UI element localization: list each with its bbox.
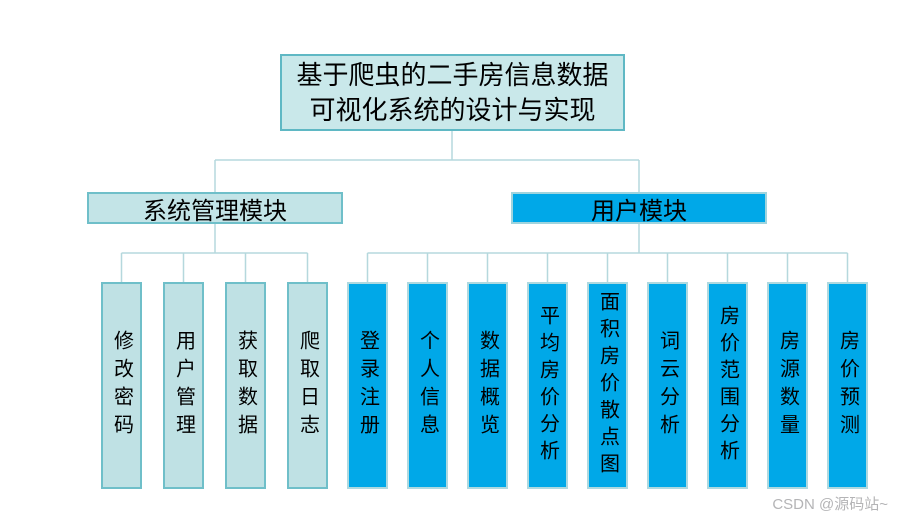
fetch-data-label: 获取数据 — [234, 329, 257, 442]
area-price-scatter-label: 面积房价散点图 — [596, 291, 619, 480]
node-change-password: 修改密码 — [101, 282, 142, 489]
average-price-analysis-label: 平均房价分析 — [536, 304, 559, 467]
node-system-management-module: 系统管理模块 — [87, 192, 343, 225]
crawl-log-label: 爬取日志 — [296, 329, 319, 442]
user-module-label: 用户模块 — [591, 198, 687, 225]
data-overview-label: 数据概览 — [476, 329, 499, 442]
node-wordcloud-analysis: 词云分析 — [647, 282, 688, 489]
change-password-label: 修改密码 — [110, 329, 133, 442]
root-title-node: 基于爬虫的二手房信息数据 可视化系统的设计与实现 — [280, 54, 625, 131]
node-average-price-analysis: 平均房价分析 — [527, 282, 568, 489]
price-prediction-label: 房价预测 — [836, 329, 859, 442]
node-data-overview: 数据概览 — [467, 282, 508, 489]
node-listing-count: 房源数量 — [767, 282, 808, 489]
connector-root — [214, 131, 640, 192]
node-price-prediction: 房价预测 — [827, 282, 868, 489]
listing-count-label: 房源数量 — [776, 329, 799, 442]
node-fetch-data: 获取数据 — [225, 282, 266, 489]
node-price-range-analysis: 房价范围分析 — [707, 282, 748, 489]
node-user-management: 用户管理 — [163, 282, 204, 489]
node-login-register: 登录注册 — [347, 282, 388, 489]
node-personal-info: 个人信息 — [407, 282, 448, 489]
node-user-module: 用户模块 — [511, 192, 767, 225]
login-register-label: 登录注册 — [356, 329, 379, 442]
system-management-module-label: 系统管理模块 — [143, 198, 287, 225]
node-crawl-log: 爬取日志 — [287, 282, 328, 489]
node-area-price-scatter: 面积房价散点图 — [587, 282, 628, 489]
personal-info-label: 个人信息 — [416, 329, 439, 442]
price-range-analysis-label: 房价范围分析 — [716, 304, 739, 467]
wordcloud-analysis-label: 词云分析 — [656, 329, 679, 442]
csdn-watermark: CSDN @源码站~ — [772, 496, 888, 513]
connector-left-subtree — [120, 224, 309, 282]
connector-right-subtree — [366, 224, 849, 282]
user-management-label: 用户管理 — [172, 329, 195, 442]
root-title-line1: 基于爬虫的二手房信息数据 — [296, 60, 609, 90]
root-title-line2: 可视化系统的设计与实现 — [309, 95, 596, 125]
